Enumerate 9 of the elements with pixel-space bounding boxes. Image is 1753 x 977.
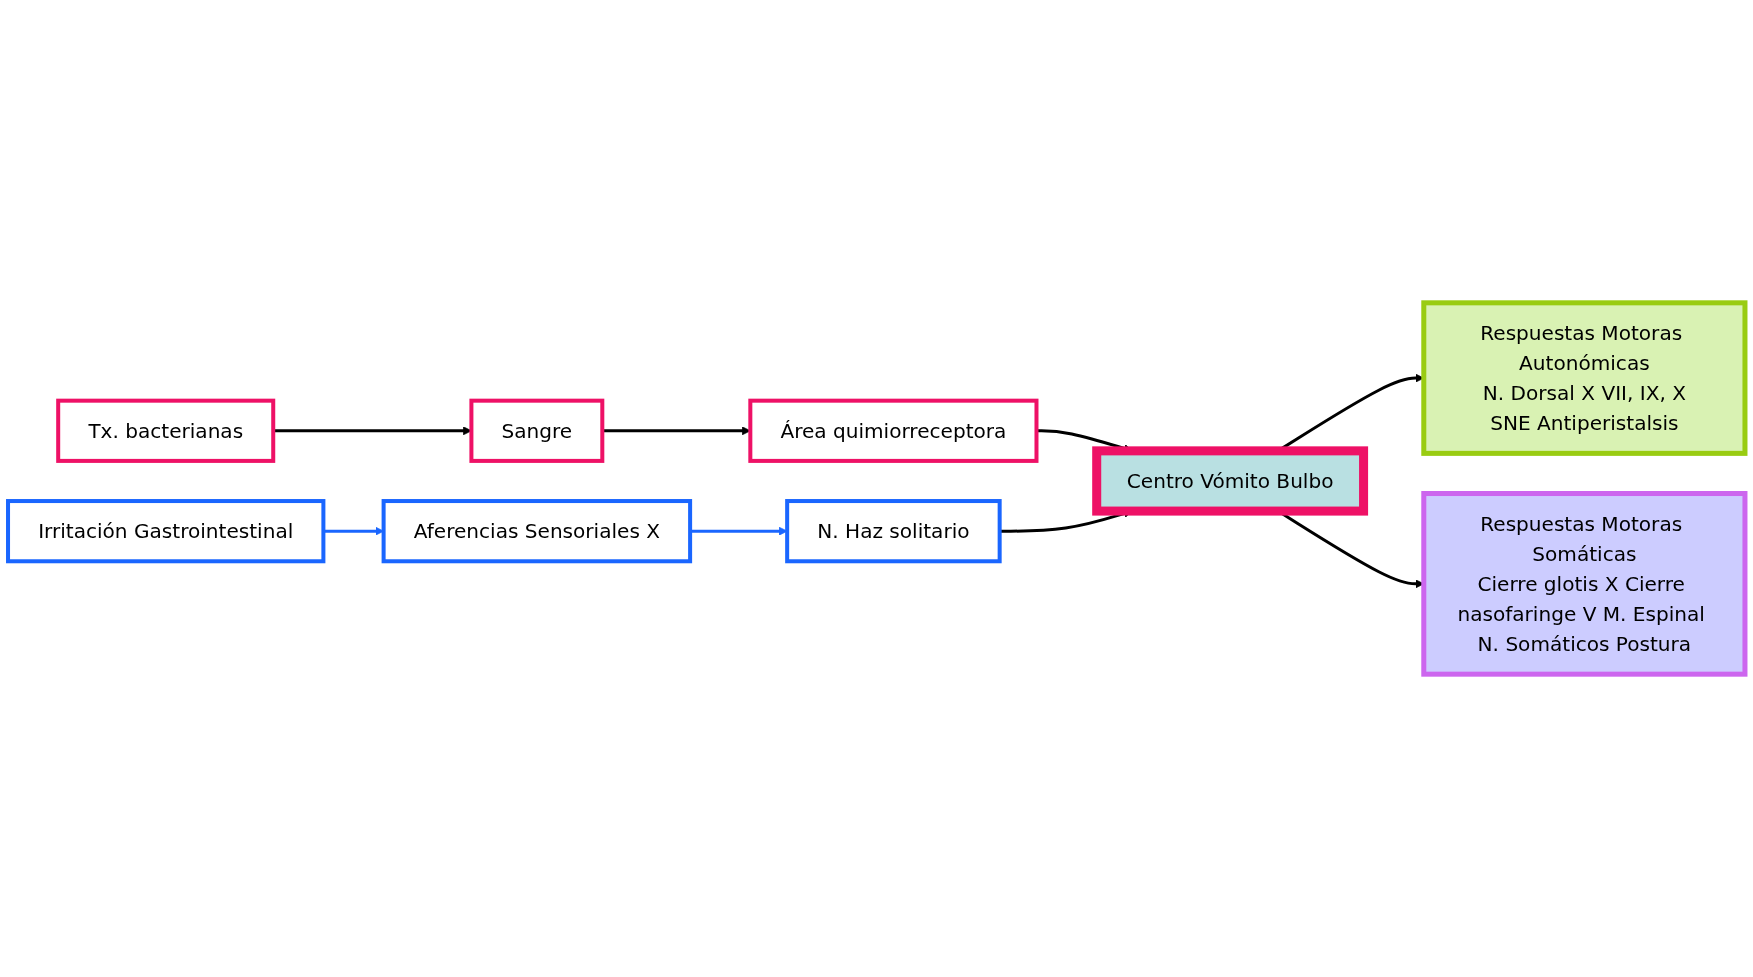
node-box: N. Haz solitario	[785, 499, 1002, 564]
node-box: Aferencias Sensoriales X	[381, 499, 693, 564]
node-box: Respuestas Motoras Somáticas Cierre glotis X Cierre nasofaringe V M. Espinal N. Somáticos Postura	[1421, 491, 1748, 677]
node-box: Respuestas Motoras Autonómicas N. Dorsal X VII, IX, X SNE Antiperistalsis	[1421, 300, 1748, 456]
node-box: Tx. bacterianas	[56, 398, 276, 463]
node-box: Irritación Gastrointestinal	[6, 499, 326, 564]
node-box: Centro Vómito Bulbo	[1092, 446, 1369, 516]
node-box: Sangre	[469, 398, 605, 463]
node-box: Área quimiorreceptora	[748, 398, 1039, 463]
